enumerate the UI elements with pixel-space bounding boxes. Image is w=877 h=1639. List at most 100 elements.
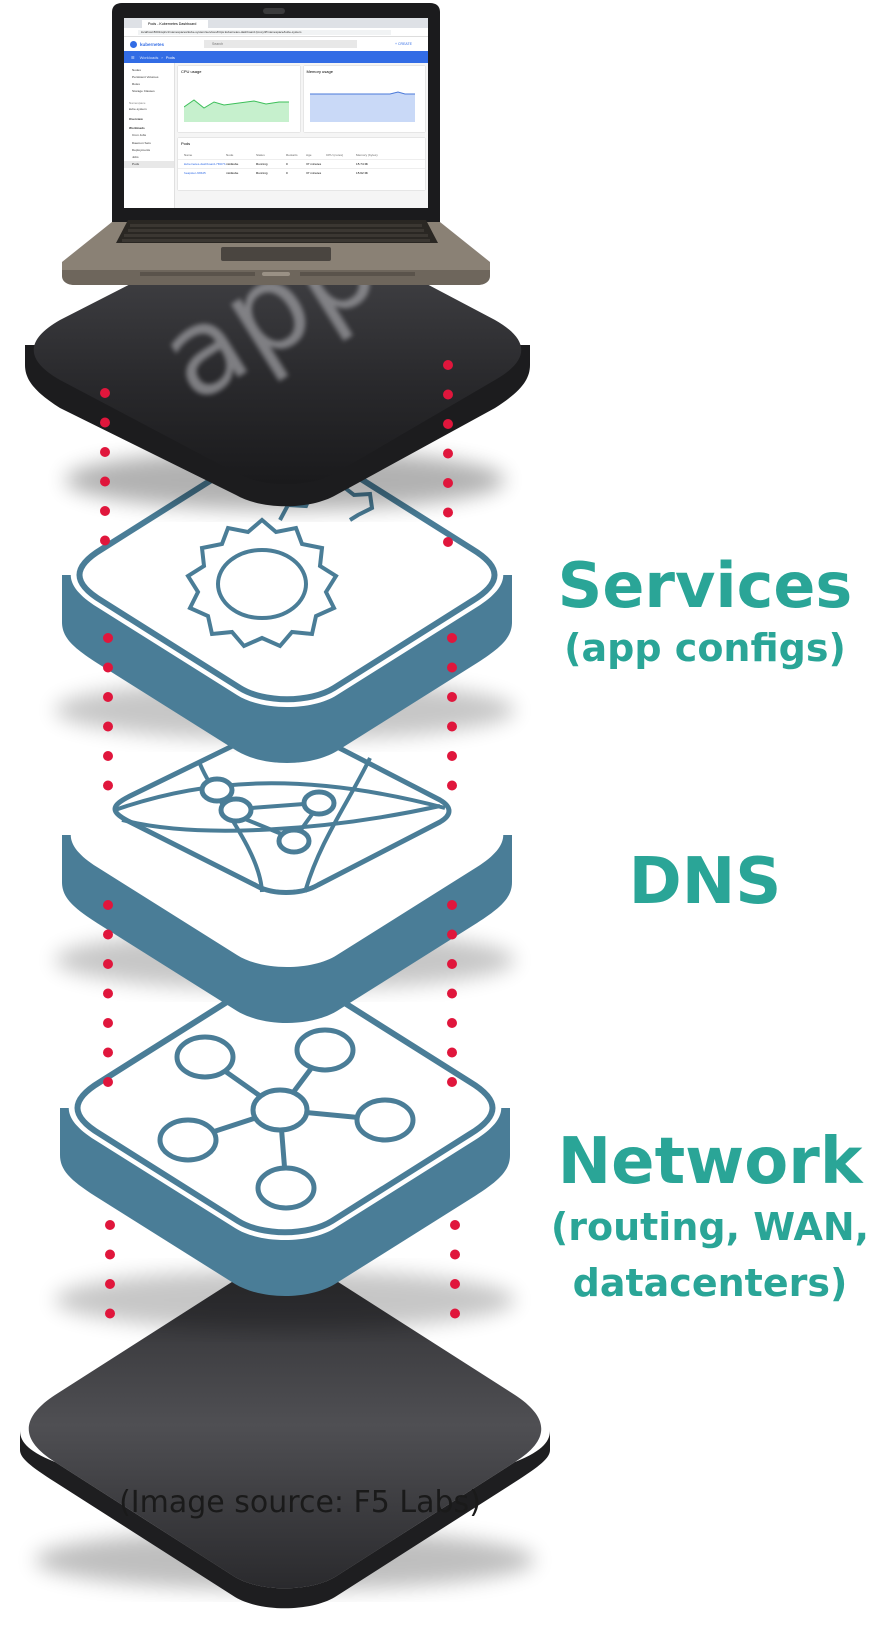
- col-age[interactable]: Age: [306, 153, 312, 157]
- search-input[interactable]: Search: [204, 40, 358, 48]
- memory-card: Memory usage: [303, 66, 425, 132]
- connector-dot: [450, 1249, 460, 1260]
- sidebar-item[interactable]: Persistent Volumes: [132, 74, 159, 79]
- services-subtitle: (app configs): [564, 626, 846, 670]
- namespace-select[interactable]: kube-system: [129, 106, 147, 111]
- col-node[interactable]: Node: [226, 153, 234, 157]
- breadcrumb-workloads[interactable]: Workloads: [139, 54, 159, 60]
- url-field[interactable]: localhost:8001/api/v1/namespaces/kube-sy…: [138, 29, 391, 35]
- dns-label: DNS: [580, 850, 830, 914]
- connector-dot: [103, 633, 113, 643]
- connector-dot: [100, 506, 110, 516]
- sidebar-item[interactable]: Workloads: [129, 125, 145, 130]
- tab-title: Pods - Kubernetes Dashboard: [148, 22, 197, 26]
- sidebar-item[interactable]: Daemon Sets: [132, 140, 151, 145]
- app-header-bar: ☰ Workloads › Pods: [124, 51, 428, 63]
- connector-dot: [447, 1047, 457, 1058]
- col-cpu[interactable]: CPU (cores): [326, 153, 344, 157]
- connector-dot: [447, 692, 457, 702]
- memory-chart: [309, 91, 415, 122]
- connector-dot: [100, 447, 110, 457]
- col-memory[interactable]: Memory (bytes): [356, 153, 378, 157]
- row-memory: 15.62 Mi: [356, 171, 368, 175]
- connector-dot: [443, 419, 453, 429]
- pods-card: Pods Name Node Status Restarts Age CPU (…: [178, 138, 425, 190]
- menu-icon[interactable]: ☰: [131, 54, 135, 60]
- pods-title: Pods: [181, 141, 191, 146]
- connector-dot: [100, 476, 110, 487]
- browser-tab[interactable]: Pods - Kubernetes Dashboard: [142, 20, 208, 28]
- connector-dots: [100, 360, 460, 1319]
- connector-dot: [443, 537, 453, 547]
- sidebar-item[interactable]: Roles: [132, 81, 140, 86]
- app-body: Nodes Persistent Volumes Roles Storage C…: [124, 63, 428, 208]
- create-button[interactable]: + CREATE: [395, 42, 412, 46]
- connector-dot: [443, 448, 453, 459]
- network-title: Network: [557, 1125, 863, 1199]
- kubernetes-logo-icon: [130, 40, 137, 48]
- connector-dot: [447, 1077, 457, 1087]
- brand-name: kubernetes: [140, 41, 165, 47]
- sidebar-item[interactable]: Cron Jobs: [132, 133, 147, 138]
- services-title: Services: [557, 549, 853, 622]
- sidebar-item[interactable]: Nodes: [132, 67, 141, 72]
- connector-dot: [103, 988, 113, 999]
- connector-dot: [447, 988, 457, 999]
- connector-dot: [103, 1077, 113, 1087]
- connector-dot: [103, 780, 113, 791]
- row-name[interactable]: kubernetes-dashboard-7fb67b: [184, 162, 226, 166]
- sidebar-item[interactable]: Storage Classes: [132, 89, 155, 94]
- row-status: Running: [256, 171, 268, 175]
- sidebar-item[interactable]: Overview: [129, 116, 143, 121]
- connector-dot: [103, 1047, 113, 1058]
- services-label: Services (app configs): [540, 555, 870, 671]
- cpu-chart: [184, 99, 289, 122]
- connector-dot: [447, 751, 457, 761]
- connector-dot: [100, 535, 110, 546]
- connector-dot: [443, 507, 453, 518]
- url-text: localhost:8001/api/v1/namespaces/kube-sy…: [141, 29, 302, 34]
- base-layer: [20, 1262, 550, 1609]
- connector-dot: [447, 1018, 457, 1028]
- connector-dot: [103, 662, 113, 673]
- laptop-screen: Pods - Kubernetes Dashboard localhost:80…: [124, 18, 428, 208]
- dns-title: DNS: [628, 845, 782, 919]
- connector-dot: [447, 633, 457, 643]
- row-node: minikube: [226, 162, 239, 166]
- table-row[interactable]: kubernetes-dashboard-7fb67b minikube Run…: [178, 159, 425, 168]
- breadcrumb-separator: ›: [161, 54, 163, 60]
- connector-dot: [100, 388, 110, 398]
- sidebar: Nodes Persistent Volumes Roles Storage C…: [124, 63, 175, 208]
- sidebar-item[interactable]: Jobs: [132, 154, 139, 159]
- col-status[interactable]: Status: [256, 153, 265, 157]
- row-memory: 15.74 Mi: [356, 162, 368, 166]
- connector-dot: [447, 780, 457, 791]
- connector-dot: [443, 360, 453, 370]
- connector-dot: [447, 929, 457, 940]
- sidebar-item[interactable]: Deployments: [132, 147, 151, 152]
- col-name[interactable]: Name: [184, 153, 193, 157]
- network-label: Network (routing, WAN, datacenters): [545, 1130, 875, 1305]
- charts-row: CPU usage Memory usage: [178, 66, 425, 132]
- col-restarts[interactable]: Restarts: [286, 153, 298, 157]
- cpu-title: CPU usage: [181, 69, 202, 74]
- connector-dot: [443, 478, 453, 488]
- connector-dot: [100, 417, 110, 428]
- connector-dot: [105, 1279, 115, 1289]
- row-name[interactable]: heapster-6b5d5: [184, 171, 206, 175]
- connector-dot: [447, 900, 457, 910]
- connector-dot: [447, 721, 457, 732]
- table-row[interactable]: heapster-6b5d5 minikube Running 0 37 min…: [178, 168, 425, 177]
- connector-dot: [103, 929, 113, 940]
- connector-dot: [103, 1018, 113, 1028]
- row-age: 37 minutes: [306, 171, 322, 175]
- browser-urlbar: localhost:8001/api/v1/namespaces/kube-sy…: [124, 28, 428, 37]
- connector-dot: [105, 1249, 115, 1260]
- image-source-caption: (Image source: F5 Labs): [119, 1485, 481, 1520]
- sidebar-item-pods[interactable]: Pods: [124, 160, 174, 168]
- connector-dot: [450, 1279, 460, 1289]
- row-restarts: 0: [286, 162, 288, 166]
- connector-dot: [103, 959, 113, 969]
- connector-dot: [443, 389, 453, 400]
